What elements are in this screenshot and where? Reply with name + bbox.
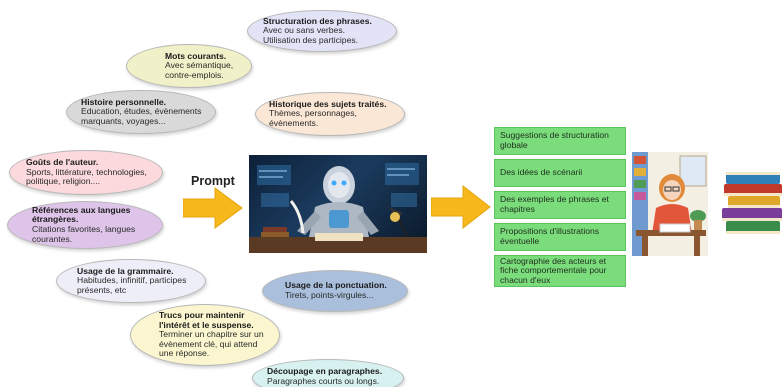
output-text: Des exemples de phrases et chapitres (500, 194, 609, 214)
bubble-title: Historique des sujets traités. (269, 98, 387, 109)
bubble-desc: Terminer un chapitre sur un évènement cl… (159, 329, 264, 359)
bubble-title: Usage de la ponctuation. (285, 280, 387, 291)
bubble-gouts: Goûts de l'auteur. Sports, littérature, … (9, 150, 163, 195)
output-arrow (431, 185, 491, 229)
bubble-trucs: Trucs pour maintenir l'intérêt et le sus… (130, 304, 280, 366)
bubble-histoire: Histoire personnelle. Education, études,… (66, 90, 216, 134)
bubble-desc: Sports, littérature, technologies, polit… (26, 166, 147, 187)
bubble-historique: Historique des sujets traités. Thèmes, p… (255, 92, 405, 136)
output-text: Suggestions de structuration globale (500, 130, 609, 150)
robot-writer-illustration (249, 155, 427, 253)
output-text: Cartographie des acteurs et fiche compor… (500, 255, 607, 285)
bubble-title: Découpage en paragraphes. (267, 366, 383, 376)
output-text: Des idées de scénarii (500, 167, 583, 178)
bubble-desc: Avec ou sans verbes. Utilisation des par… (263, 25, 359, 45)
output-box: Propositions d'illustrations éventuelle (494, 223, 626, 251)
prompt-arrow (183, 187, 243, 229)
bubble-structuration: Structuration des phrases. Avec ou sans … (247, 10, 397, 52)
bubble-desc: Thèmes, personnages, évènements. (269, 108, 357, 128)
bubble-decoupage: Découpage en paragraphes. Paragraphes co… (252, 359, 404, 387)
bubble-references: Références aux langues étrangères. Citat… (7, 201, 163, 249)
bubble-mots: Mots courants. Avec sémantique, contre-e… (126, 44, 252, 88)
bubble-ponctuation: Usage de la ponctuation. Tirets, points-… (262, 270, 408, 312)
bubble-desc: Habitudes, infinitif, participes présent… (77, 275, 187, 295)
output-box: Des exemples de phrases et chapitres (494, 191, 626, 219)
output-box: Cartographie des acteurs et fiche compor… (494, 255, 626, 287)
bubble-desc: Tirets, points-virgules... (285, 290, 374, 300)
bubble-desc: Citations favorites, langues courantes. (32, 224, 136, 244)
bubble-title: Mots courants. (165, 50, 227, 61)
output-text: Propositions d'illustrations éventuelle (500, 226, 600, 246)
woman-writer-illustration (632, 152, 708, 256)
bubble-desc: Paragraphes courts ou longs. (267, 375, 380, 386)
bubble-title: Usage de la grammaire. (77, 265, 174, 276)
output-box: Suggestions de structuration globale (494, 127, 626, 155)
bubble-title: Trucs pour maintenir l'intérêt et le sus… (159, 309, 254, 330)
book-stack-icon (722, 166, 784, 244)
bubble-title: Structuration des phrases. (263, 15, 372, 26)
bubble-title: Goûts de l'auteur. (26, 157, 99, 168)
bubble-title: Références aux langues étrangères. (32, 204, 131, 225)
prompt-label: Prompt (191, 174, 235, 188)
output-box: Des idées de scénarii (494, 159, 626, 187)
bubble-title: Histoire personnelle. (81, 96, 167, 107)
bubble-desc: Avec sémantique, contre-emplois. (165, 60, 234, 80)
bubble-grammaire: Usage de la grammaire. Habitudes, infini… (56, 259, 206, 303)
bubble-desc: Education, études, évènements marquants,… (81, 106, 202, 126)
